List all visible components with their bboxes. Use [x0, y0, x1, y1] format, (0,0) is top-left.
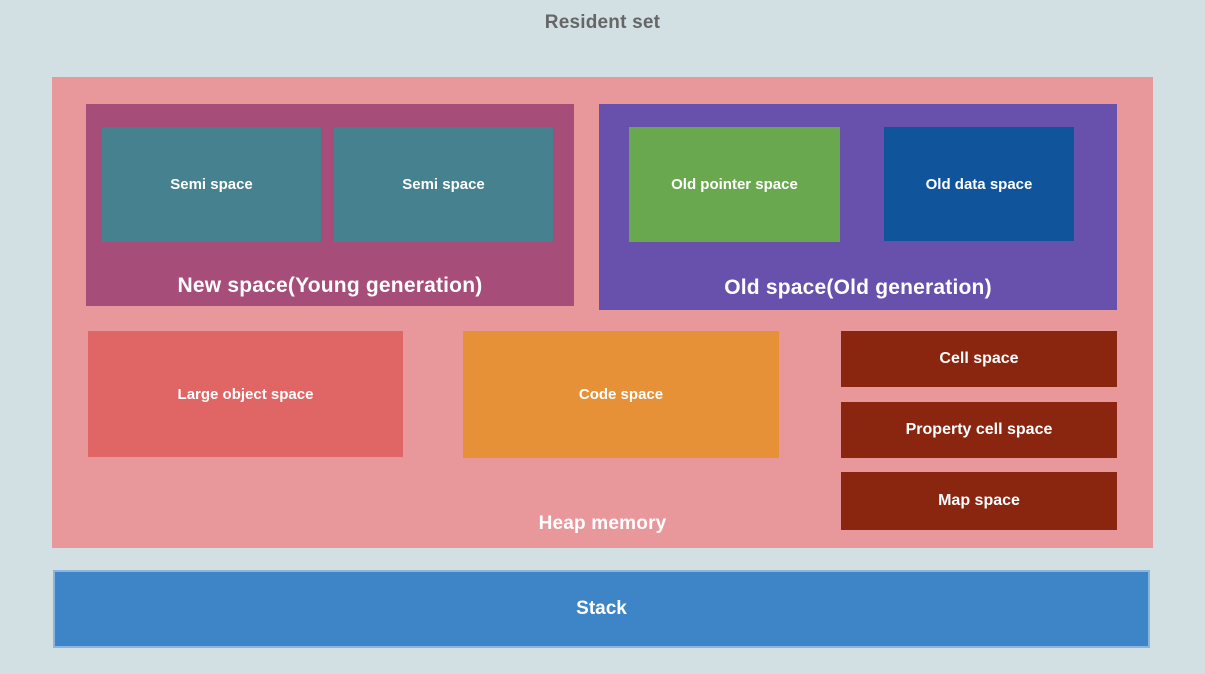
large-object-space-label: Large object space	[177, 385, 314, 403]
heap-memory-label: Heap memory	[538, 513, 667, 534]
semi-space-box-1: Semi space	[102, 127, 321, 242]
heap-memory-region: Semi space Semi space New space(Young ge…	[52, 77, 1153, 548]
semi-space-label-2: Semi space	[402, 176, 485, 193]
stack-box: Stack	[53, 570, 1150, 648]
map-space-box: Map space	[841, 472, 1117, 530]
cell-space-box: Cell space	[841, 331, 1117, 387]
old-pointer-space-box: Old pointer space	[629, 127, 840, 242]
new-space-label: New space(Young generation)	[177, 274, 483, 297]
diagram-title: Resident set	[544, 12, 661, 33]
old-pointer-space-label: Old pointer space	[671, 176, 798, 193]
property-cell-space-label: Property cell space	[905, 421, 1053, 438]
old-data-space-label: Old data space	[925, 175, 1033, 193]
new-space-region: Semi space Semi space New space(Young ge…	[86, 104, 574, 306]
cell-space-label: Cell space	[939, 350, 1019, 367]
semi-space-label-1: Semi space	[170, 176, 253, 193]
semi-space-box-2: Semi space	[334, 127, 553, 242]
large-object-space-box: Large object space	[88, 331, 403, 457]
old-data-space-box: Old data space	[884, 127, 1074, 241]
stack-label: Stack	[576, 598, 627, 619]
property-cell-space-box: Property cell space	[841, 402, 1117, 458]
code-space-label: Code space	[578, 386, 664, 403]
map-space-label: Map space	[938, 492, 1020, 509]
old-space-region: Old pointer space Old data space Old spa…	[599, 104, 1117, 310]
code-space-box: Code space	[463, 331, 779, 458]
old-space-label: Old space(Old generation)	[724, 276, 992, 299]
